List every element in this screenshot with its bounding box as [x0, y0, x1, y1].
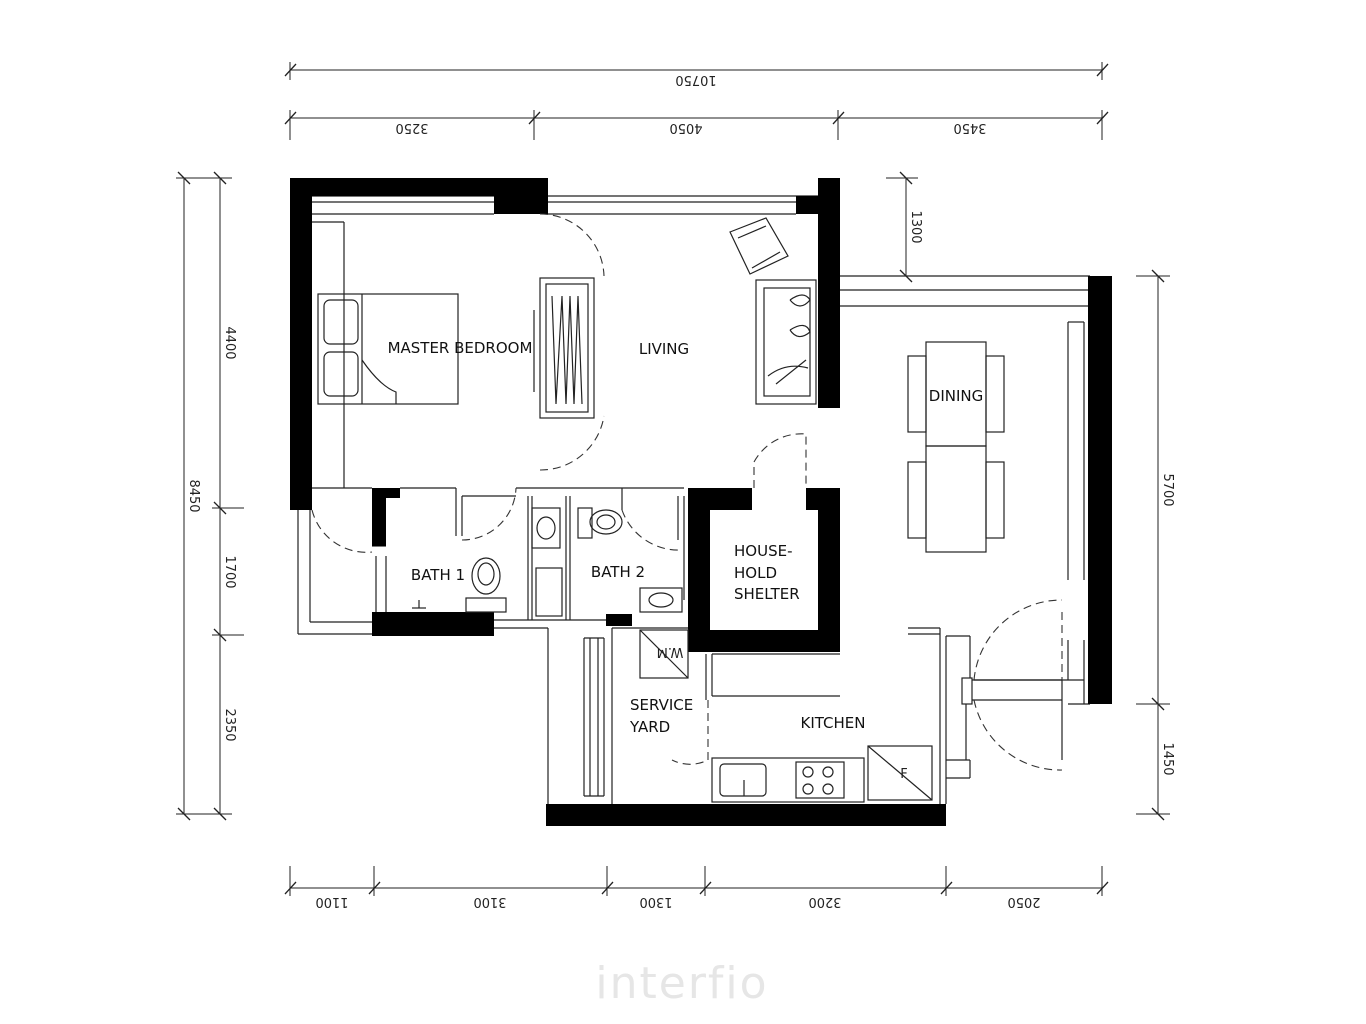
- basin-2-icon: [639, 587, 683, 613]
- room-label-bath-1: BATH 1: [411, 566, 465, 584]
- washing-machine-icon: W.M: [639, 629, 689, 679]
- dim-bottom-seg-4: 3200: [808, 894, 841, 909]
- room-label-master-bedroom: MASTER BEDROOM: [388, 339, 533, 357]
- armchair-icon: [729, 217, 789, 275]
- dim-bottom-seg-2: 3100: [473, 894, 506, 909]
- bed-icon: [317, 293, 459, 405]
- room-label-household-shelter-1: HOUSE-: [734, 542, 792, 560]
- toilet-2-icon: [577, 507, 623, 539]
- room-label-service-yard-1: SERVICE: [630, 696, 693, 714]
- dimension-lines: [176, 62, 1170, 896]
- room-label-household-shelter-3: SHELTER: [734, 585, 800, 603]
- basin-icon: [531, 507, 563, 617]
- room-label-bath-2: BATH 2: [591, 563, 645, 581]
- dim-left-overall: 8450: [186, 479, 201, 512]
- thin-walls-and-windows: [297, 195, 1090, 804]
- fridge-icon: F: [867, 745, 933, 801]
- room-label-living: LIVING: [639, 340, 689, 358]
- sofa-icon: [755, 279, 817, 405]
- shower-icon: [412, 600, 426, 609]
- dim-right-seg-1: 5700: [1160, 473, 1175, 506]
- dim-left-seg-2: 1700: [222, 555, 237, 588]
- dim-top-seg-2: 4050: [669, 120, 702, 135]
- watermark-logo: interfio: [595, 958, 768, 1009]
- room-label-kitchen: KITCHEN: [801, 714, 866, 732]
- dim-left-seg-3: 2350: [222, 708, 237, 741]
- dim-bottom-seg-1: 1100: [315, 894, 348, 909]
- furniture: W.M F: [317, 217, 1005, 803]
- wardrobe-icon: [533, 277, 595, 419]
- dim-right-seg-2: 1450: [1160, 742, 1175, 775]
- kitchen-counter-icon: [711, 757, 865, 803]
- dim-left-seg-1: 4400: [222, 326, 237, 359]
- fridge-label: F: [900, 767, 907, 782]
- toilet-icon: [465, 557, 507, 613]
- dim-right-top: 1300: [908, 210, 923, 243]
- dim-bottom-seg-5: 2050: [1007, 894, 1040, 909]
- room-label-service-yard-2: YARD: [629, 718, 670, 736]
- dim-top-seg-3: 3450: [953, 120, 986, 135]
- structural-walls: [290, 178, 1112, 826]
- room-label-household-shelter-2: HOLD: [734, 564, 777, 582]
- dim-top-seg-1: 3250: [395, 120, 428, 135]
- dim-top-overall: 10750: [675, 72, 716, 87]
- washing-machine-label: W.M: [657, 644, 684, 659]
- dimension-labels: 10750 3250 4050 3450 8450 4400 1700 2350…: [186, 72, 1175, 909]
- dim-bottom-seg-3: 1300: [639, 894, 672, 909]
- room-labels: MASTER BEDROOM LIVING DINING BATH 1 BATH…: [388, 339, 984, 736]
- door-swings: [311, 213, 1063, 771]
- room-label-dining: DINING: [929, 387, 983, 405]
- dining-table-icon: [907, 341, 1005, 553]
